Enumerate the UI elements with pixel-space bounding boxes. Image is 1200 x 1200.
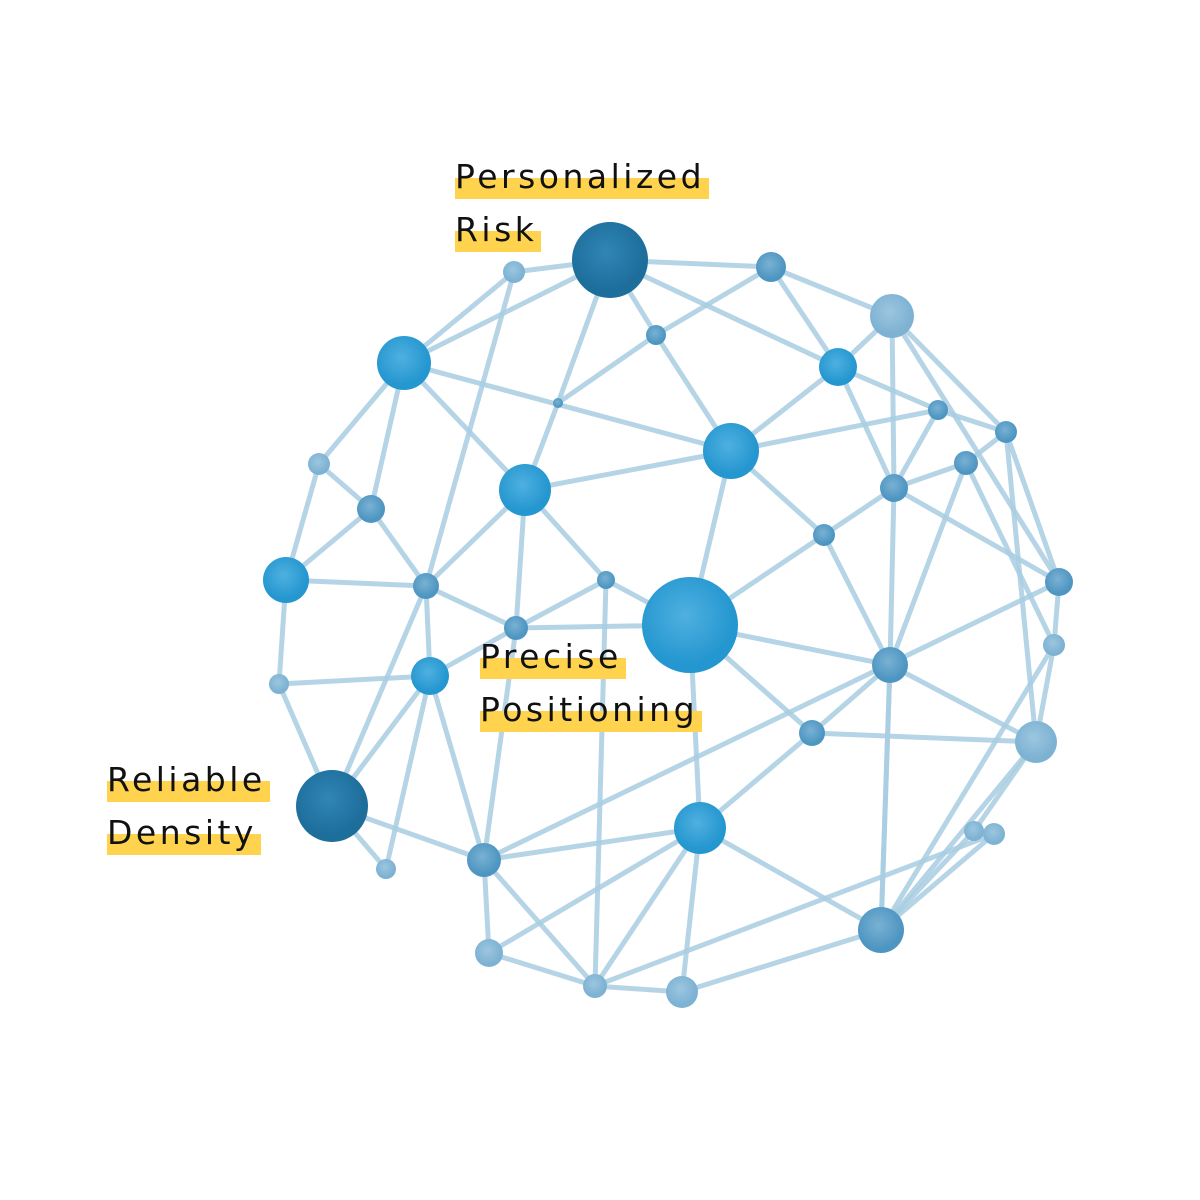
edge bbox=[935, 407, 1009, 435]
node bbox=[819, 348, 857, 386]
label-line: Personalized bbox=[455, 155, 710, 199]
label-reliable-density: Reliable Density bbox=[107, 755, 270, 861]
node bbox=[813, 524, 835, 546]
label-line: Positioning bbox=[480, 688, 703, 732]
edge bbox=[679, 927, 884, 995]
node bbox=[964, 821, 984, 841]
edge bbox=[728, 407, 941, 454]
edge bbox=[768, 264, 841, 370]
node bbox=[597, 571, 615, 589]
edge bbox=[887, 662, 1039, 745]
node bbox=[296, 770, 368, 842]
edge bbox=[887, 460, 969, 668]
node bbox=[1045, 568, 1073, 596]
edge bbox=[889, 313, 897, 491]
node bbox=[357, 495, 385, 523]
node bbox=[880, 474, 908, 502]
node bbox=[858, 907, 904, 953]
label-line: Precise bbox=[480, 635, 626, 679]
edge bbox=[555, 332, 659, 406]
node bbox=[503, 261, 525, 283]
edge bbox=[486, 825, 703, 956]
edge bbox=[513, 577, 609, 631]
node bbox=[475, 939, 503, 967]
edge bbox=[423, 583, 519, 631]
edge bbox=[383, 673, 433, 872]
node bbox=[377, 336, 431, 390]
node bbox=[269, 674, 289, 694]
edge bbox=[891, 485, 1062, 585]
label-line: Reliable bbox=[107, 758, 270, 802]
node bbox=[411, 657, 449, 695]
node bbox=[504, 616, 528, 640]
edge bbox=[401, 257, 613, 366]
edge bbox=[276, 673, 433, 687]
node bbox=[703, 423, 759, 479]
node bbox=[413, 573, 439, 599]
node bbox=[263, 557, 309, 603]
node bbox=[674, 802, 726, 854]
node bbox=[983, 823, 1005, 845]
label-precise-positioning: Precise Positioning bbox=[480, 632, 703, 738]
edge bbox=[887, 485, 897, 668]
edge bbox=[653, 264, 774, 338]
edge bbox=[401, 360, 734, 454]
edge bbox=[878, 739, 1039, 933]
node bbox=[376, 859, 396, 879]
edge bbox=[427, 673, 487, 863]
node bbox=[583, 974, 607, 998]
node bbox=[646, 325, 666, 345]
edge bbox=[1003, 429, 1062, 585]
edge bbox=[486, 950, 598, 989]
edge bbox=[329, 583, 429, 809]
node bbox=[954, 451, 978, 475]
node bbox=[467, 843, 501, 877]
edge bbox=[835, 364, 897, 491]
edge bbox=[889, 313, 1009, 435]
edge bbox=[889, 313, 1062, 585]
label-personalized-risk: Personalized Risk bbox=[455, 152, 710, 258]
edge bbox=[592, 831, 997, 989]
node bbox=[572, 222, 648, 298]
edge bbox=[607, 257, 841, 370]
edge bbox=[283, 577, 429, 589]
node bbox=[995, 421, 1017, 443]
label-line: Density bbox=[107, 811, 261, 855]
node bbox=[872, 647, 908, 683]
edge bbox=[821, 485, 897, 538]
edge bbox=[1003, 429, 1039, 745]
edge bbox=[368, 506, 429, 589]
edge bbox=[891, 407, 941, 491]
node bbox=[642, 577, 738, 673]
node bbox=[666, 976, 698, 1008]
edge bbox=[679, 825, 703, 995]
node bbox=[1015, 721, 1057, 763]
edge bbox=[697, 825, 884, 933]
node bbox=[308, 453, 330, 475]
edge bbox=[878, 831, 997, 933]
node bbox=[799, 720, 825, 746]
label-line: Risk bbox=[455, 208, 542, 252]
node bbox=[499, 464, 551, 516]
node bbox=[870, 294, 914, 338]
edge bbox=[481, 825, 703, 863]
node bbox=[553, 398, 563, 408]
node bbox=[928, 400, 948, 420]
node bbox=[1043, 634, 1065, 656]
edge bbox=[481, 579, 1062, 863]
edge bbox=[522, 448, 734, 493]
edge bbox=[878, 642, 1057, 933]
edge bbox=[401, 360, 528, 493]
edge bbox=[821, 532, 893, 668]
edge bbox=[878, 662, 893, 933]
edge bbox=[592, 825, 703, 989]
node bbox=[756, 252, 786, 282]
